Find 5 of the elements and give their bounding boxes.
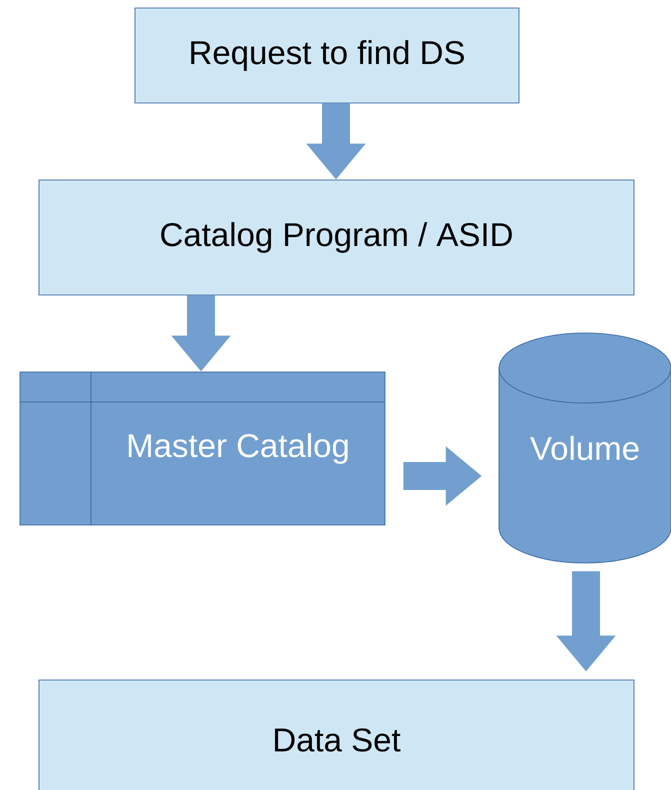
process-box: Catalog Program / ASID (38, 180, 634, 296)
process-box: Request to find DS (134, 8, 520, 104)
process-box: Data Set (38, 680, 634, 790)
table-box: Master Catalog (20, 372, 386, 526)
cylinder: Volume (498, 332, 671, 564)
